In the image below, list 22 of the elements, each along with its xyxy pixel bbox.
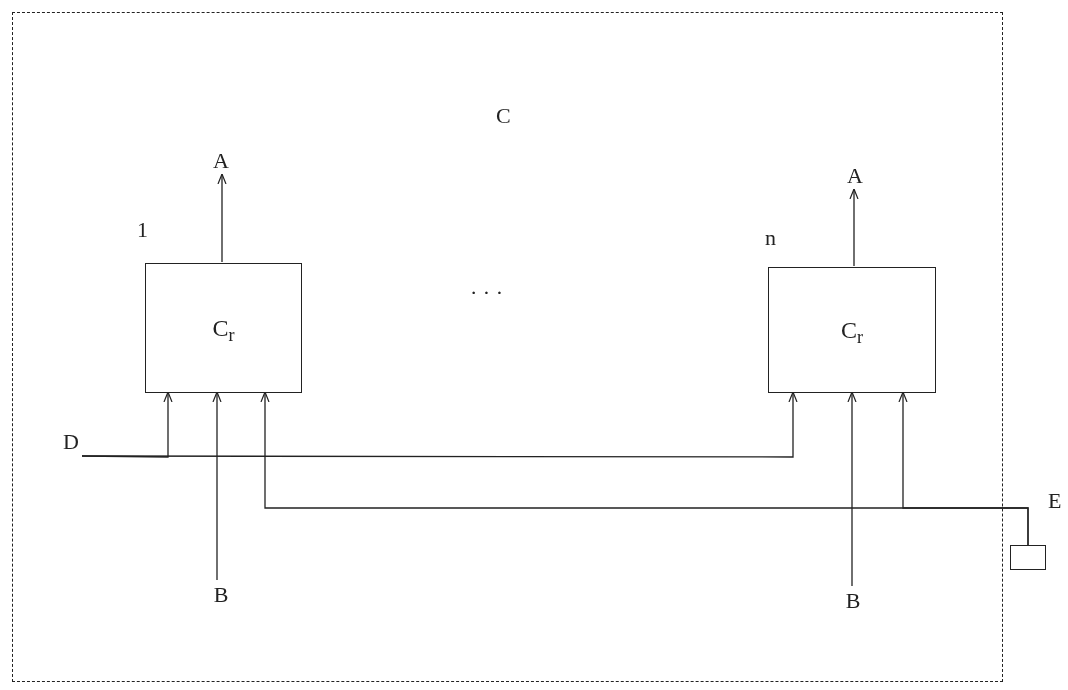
block-box xyxy=(768,267,936,393)
terminal-label: B xyxy=(207,581,235,609)
arrow xyxy=(81,391,798,458)
arrow xyxy=(898,391,1029,546)
arrow xyxy=(847,391,857,587)
block-label: C$_{r}$ xyxy=(841,318,863,342)
block-box xyxy=(145,263,302,393)
terminal-label: A xyxy=(841,162,869,190)
arrow xyxy=(217,173,227,263)
boundary-label: C xyxy=(496,105,511,127)
index-label: E xyxy=(1048,490,1062,512)
terminal-label: B xyxy=(839,587,867,615)
terminal-label: A xyxy=(207,147,235,175)
small-box xyxy=(1010,545,1046,570)
dashed-boundary-box xyxy=(12,12,1003,682)
block-label: C$_{r}$ xyxy=(212,316,235,340)
index-label: n xyxy=(765,227,776,249)
arrow xyxy=(212,391,222,581)
arrow xyxy=(849,188,859,267)
terminal-label: D xyxy=(59,427,83,457)
ellipsis-label: · · · xyxy=(470,282,503,304)
index-label: 1 xyxy=(137,219,148,241)
